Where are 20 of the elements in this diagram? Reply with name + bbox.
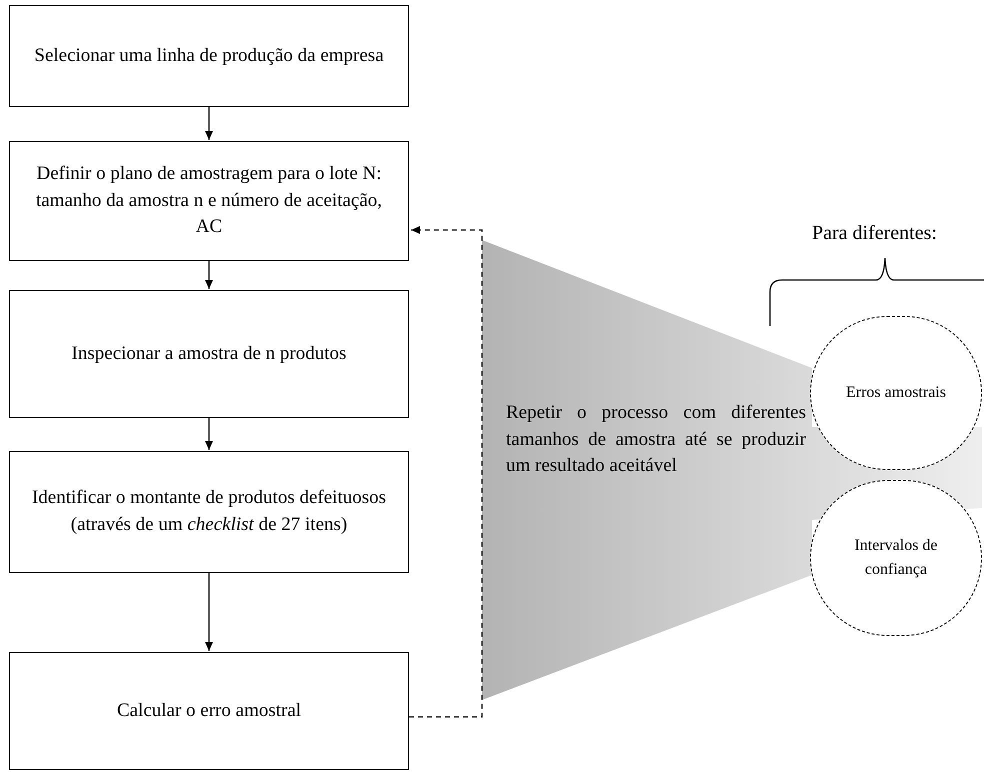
process-box [9,451,409,573]
funnel-shape [482,240,984,700]
node-text: Selecionar uma linha de produção da empresa [34,44,384,68]
node-text: Identificar o montante de produtos defeituosos (através de um checklist de 27 itens) [30,486,388,537]
arrow [205,418,213,450]
node-text: Repetir o processo com diferentes tamanhos de amostra até se produzir um resultado aceitável [506,402,806,476]
arrow [205,261,213,289]
node-text: Definir o plano de amostragem para o lote N: tamanho da amostra n e número de aceitação, AC [34,162,384,240]
process-box [9,141,409,261]
node-text: Erros amostrais [846,383,946,403]
arrow [205,107,213,140]
process-box [9,5,409,107]
node-text: Inspecionar a amostra de n produtos [72,342,346,366]
process-box [9,652,409,770]
node-text: Calcular o erro amostral [116,698,302,723]
arrow [409,226,483,718]
arrow [205,573,213,651]
process-box [9,290,409,418]
node-text: Intervalos de confiança [853,536,939,580]
brace-label: Para diferentes: [812,221,937,246]
